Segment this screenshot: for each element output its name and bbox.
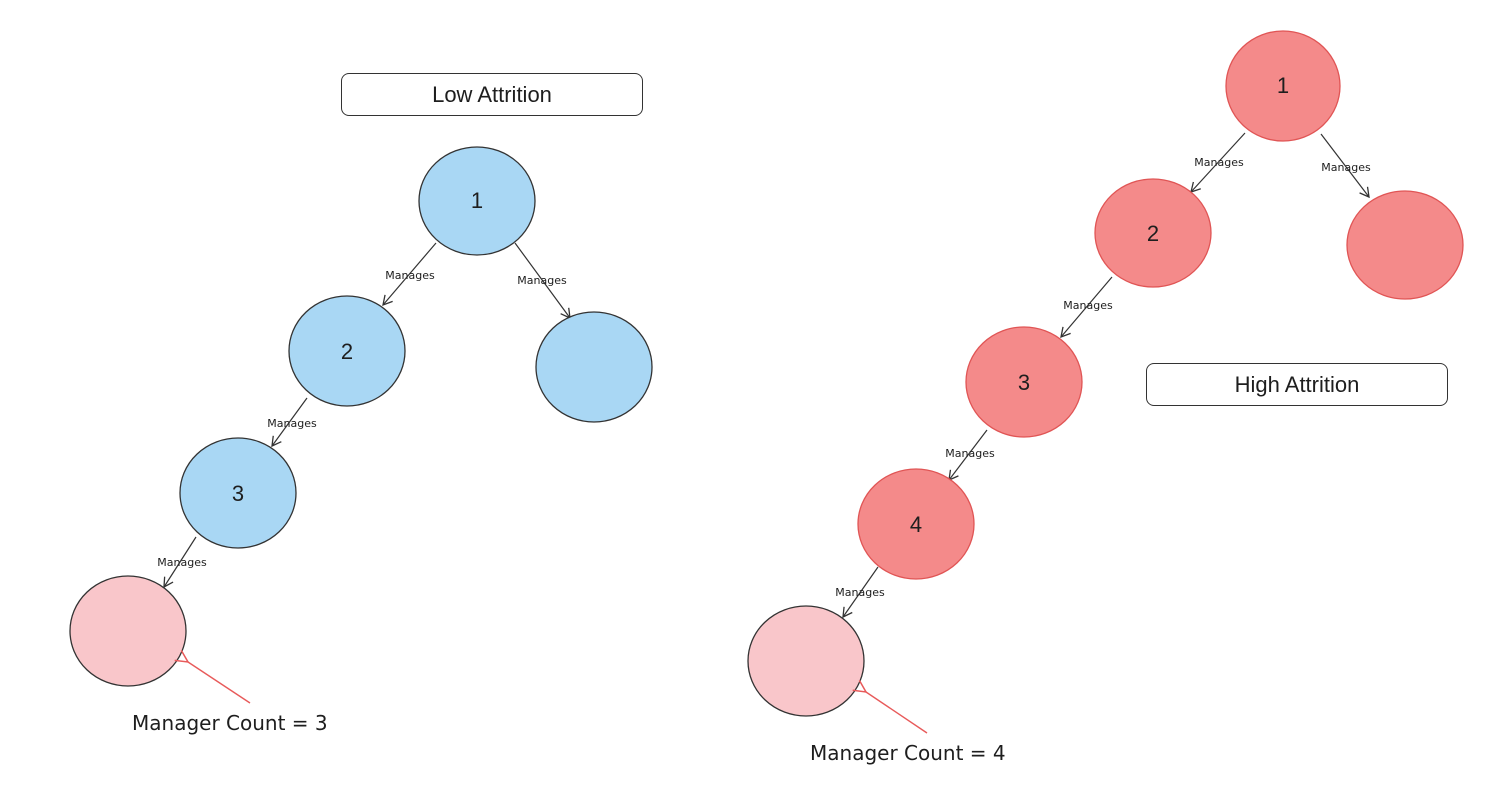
node-h2: 2: [1094, 178, 1212, 288]
low-attrition-diagram: Manages Manages Manages Manages 1 2 3: [69, 146, 653, 735]
edge-label: Manages: [267, 417, 317, 430]
pointer-arrow: [174, 650, 251, 704]
node-hr: [1346, 190, 1464, 300]
node-l1: 1: [418, 146, 536, 256]
edge-h1-hr: Manages: [1320, 133, 1371, 199]
node-label: 2: [341, 339, 353, 364]
edge-l1-lr: Manages: [514, 242, 571, 320]
node-l2: 2: [288, 295, 406, 407]
edge-label: Manages: [835, 586, 885, 599]
high-attrition-diagram: Manages Manages Manages Manages Manages …: [747, 30, 1464, 765]
manager-count-annotation: Manager Count = 3: [132, 711, 328, 735]
edge-label: Manages: [1321, 161, 1371, 174]
node-h1: 1: [1225, 30, 1341, 142]
edge-label: Manages: [945, 447, 995, 460]
node-label: 4: [910, 512, 922, 537]
node-label: 2: [1147, 221, 1159, 246]
edge-label: Manages: [157, 556, 207, 569]
node-h3: 3: [965, 326, 1083, 438]
edge-label: Manages: [1063, 299, 1113, 312]
title-text: High Attrition: [1234, 371, 1360, 397]
pointer-arrow: [852, 679, 928, 734]
node-h4: 4: [857, 468, 975, 580]
title-text: Low Attrition: [432, 81, 552, 107]
edge-label: Manages: [385, 269, 435, 282]
edge-l2-l3: Manages: [267, 397, 317, 448]
node-l3: 3: [179, 437, 297, 549]
node-label: 1: [1277, 73, 1289, 98]
node-l4: [69, 575, 187, 687]
edge-h2-h3: Manages: [1060, 276, 1113, 339]
node-label: 3: [232, 481, 244, 506]
node-label: 1: [471, 188, 483, 213]
edge-label: Manages: [517, 274, 567, 287]
node-lr: [535, 311, 653, 423]
high-attrition-title: High Attrition: [1146, 363, 1448, 406]
node-label: 3: [1018, 370, 1030, 395]
edge-h3-h4: Manages: [945, 429, 995, 482]
node-h5: [747, 605, 865, 717]
edge-h4-h5: Manages: [835, 566, 885, 619]
edge-l3-l4: Manages: [157, 536, 207, 589]
low-attrition-title: Low Attrition: [341, 73, 643, 116]
edge-label: Manages: [1194, 156, 1244, 169]
edge-h1-h2: Manages: [1190, 132, 1246, 193]
manager-count-annotation: Manager Count = 4: [810, 741, 1006, 765]
edge-l1-l2: Manages: [382, 242, 437, 307]
